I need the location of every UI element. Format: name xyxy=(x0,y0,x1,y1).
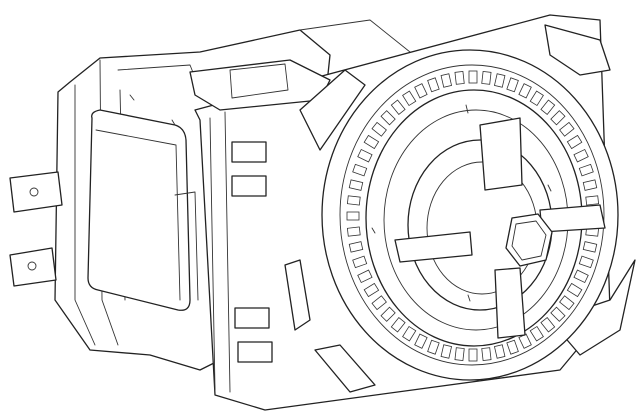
gear-tooth xyxy=(352,163,368,177)
gear-tooth xyxy=(493,344,506,359)
terminal-tabs xyxy=(9,171,63,287)
gear-tooth xyxy=(390,316,406,333)
gear-tooth xyxy=(529,325,544,342)
gear-tooth xyxy=(357,269,373,284)
gear-tooth xyxy=(427,339,440,355)
gear-tooth xyxy=(371,295,387,311)
gear-tooth xyxy=(550,306,566,322)
gear-tooth xyxy=(578,163,594,177)
rotor-hub xyxy=(394,117,606,339)
gear-tooth xyxy=(380,110,396,126)
gear-tooth xyxy=(357,148,373,163)
gear-tooth xyxy=(454,347,465,361)
gear-tooth xyxy=(559,121,575,137)
gear-tooth xyxy=(402,90,417,107)
gear-tooth xyxy=(380,306,396,322)
gear-tooth xyxy=(414,333,428,349)
gear-tooth xyxy=(481,71,492,85)
gear-tooth xyxy=(573,269,589,284)
gear-tooth xyxy=(427,77,440,93)
gear-tooth xyxy=(578,255,594,269)
detail-marks xyxy=(129,94,552,302)
gear-tooth xyxy=(454,71,465,85)
gear-tooth xyxy=(414,83,428,99)
gear-tooth xyxy=(506,77,519,93)
gear-tooth xyxy=(481,347,492,361)
gear-tooth xyxy=(493,73,506,88)
gear-tooth xyxy=(559,295,575,311)
gear-tooth xyxy=(363,282,380,298)
gear-tooth xyxy=(348,241,364,253)
gear-tooth xyxy=(566,282,583,298)
gear-tooth xyxy=(550,110,566,126)
gear-tooth xyxy=(573,148,589,163)
gear-tooth xyxy=(346,195,361,206)
gear-teeth xyxy=(346,70,600,362)
gear-tooth xyxy=(402,325,417,342)
gear-tooth xyxy=(585,195,600,206)
gear-tooth xyxy=(529,90,544,107)
gear-tooth xyxy=(468,70,478,84)
gear-tooth xyxy=(390,99,406,116)
gear-tooth xyxy=(348,179,364,191)
gear-tooth xyxy=(346,211,360,221)
side-block xyxy=(87,109,199,311)
gear-tooth xyxy=(540,316,556,333)
gear-tooth xyxy=(582,241,598,253)
gear-tooth xyxy=(566,134,583,150)
gear-tooth xyxy=(440,344,453,359)
gear-tooth xyxy=(352,255,368,269)
gear-tooth xyxy=(371,121,387,137)
gear-tooth xyxy=(468,348,478,362)
gear-tooth xyxy=(506,339,519,355)
gear-tooth xyxy=(540,99,556,116)
gear-tooth xyxy=(363,134,380,150)
gear-tooth xyxy=(582,179,598,191)
gear-tooth xyxy=(440,73,453,88)
gear-tooth xyxy=(518,83,532,99)
gear-tooth xyxy=(346,226,361,237)
